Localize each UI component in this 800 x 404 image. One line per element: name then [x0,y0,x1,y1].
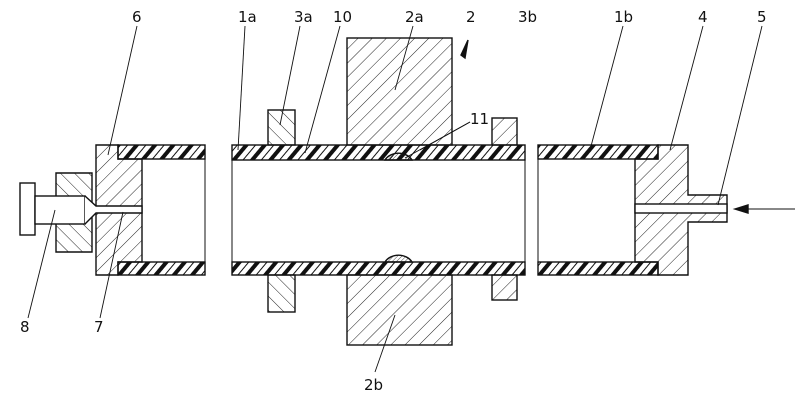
label-2b: 2b [364,376,383,394]
electrode-2b [347,275,452,345]
label-3a: 3a [294,8,313,26]
label-2a: 2a [405,8,424,26]
label-3b: 3b [518,8,537,26]
label-10: 10 [333,8,352,26]
left-pipe-segment [20,145,205,275]
label-11: 11 [470,110,489,128]
middle-pipe-segment [232,38,525,345]
label-5: 5 [757,8,767,26]
inlet-bore-5 [635,204,727,213]
label-7: 7 [94,318,104,336]
label-8: 8 [20,318,30,336]
reference-arrow-icon [461,40,468,58]
label-2: 2 [466,8,476,26]
label-1b: 1b [614,8,633,26]
valve-knob [20,183,35,235]
valve-stem [35,196,85,224]
label-4: 4 [698,8,708,26]
flow-arrow-icon [735,205,748,213]
right-pipe-segment [538,145,727,275]
clamp-3b [492,118,517,145]
label-1a: 1a [238,8,257,26]
label-6: 6 [132,8,142,26]
clamp-3a [268,110,295,145]
electrode-2a [347,38,452,145]
